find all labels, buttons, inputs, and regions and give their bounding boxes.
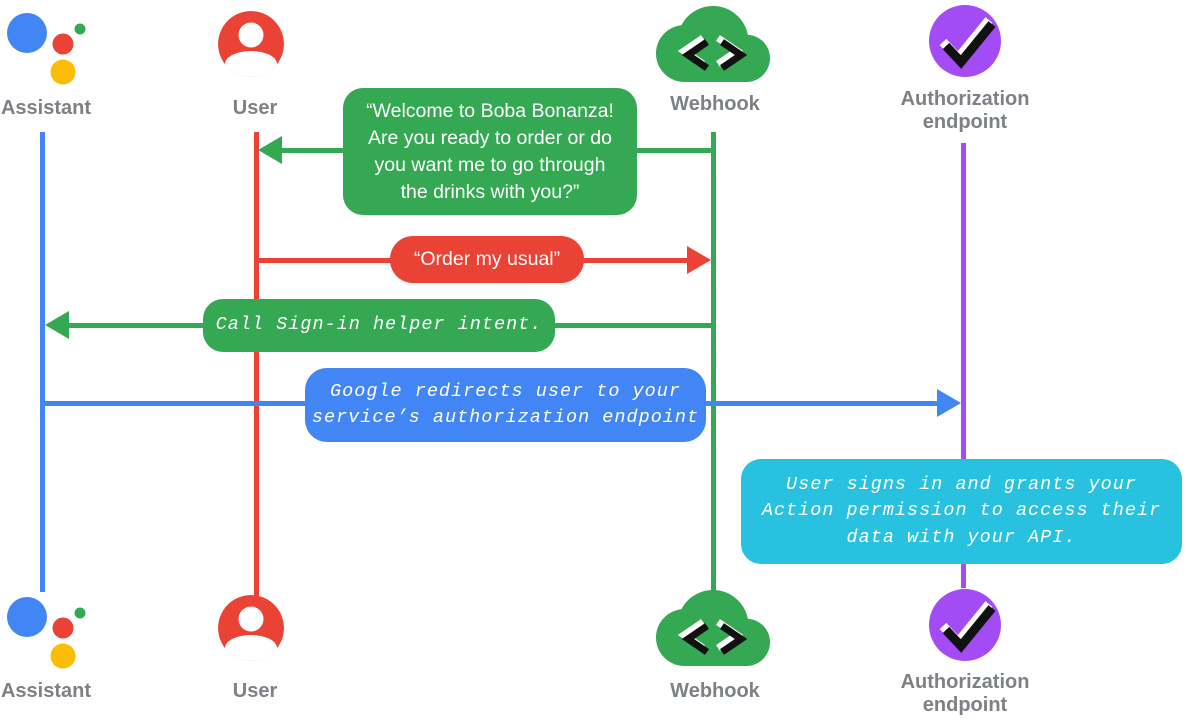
actor-label-user-bottom: User (232, 680, 278, 702)
lifeline-assistant (40, 132, 45, 592)
person-icon (218, 595, 284, 661)
actor-label-webhook-top: Webhook (670, 93, 760, 115)
bubble-line: service’s authorization endpoint (311, 407, 700, 428)
arrow-welcome-head (258, 136, 282, 164)
google-assistant-icon (7, 13, 86, 85)
lifeline-user (254, 132, 259, 597)
lifeline-webhook (711, 132, 716, 594)
actor-label-auth-bottom: Authorization endpoint (901, 671, 1030, 717)
bubble-line: Call Sign-in helper intent. (215, 314, 543, 336)
bubble-line: data with your API. (846, 526, 1077, 548)
actor-label-user-top: User (232, 97, 278, 119)
bubble-line: the drinks with you?” (400, 180, 580, 203)
google-assistant-icon (7, 597, 86, 669)
speech-bubble-welcome: “Welcome to Boba Bonanza! Are you ready … (343, 88, 637, 215)
speech-bubble-order: “Order my usual” (390, 236, 584, 283)
arrow-redirect-head (937, 389, 961, 417)
bubble-line: Action permission to access their (761, 500, 1162, 522)
checkmark-icon (929, 589, 1001, 661)
note-bubble-grants: User signs in and grants your Action per… (741, 459, 1182, 564)
actor-label-line: endpoint (922, 111, 1008, 133)
arrow-signin-head (45, 311, 69, 339)
bubble-line: you want me to go through (374, 153, 606, 176)
arrow-order-head (687, 246, 711, 274)
cloud-code-icon (656, 590, 770, 666)
bubble-line: User signs in and grants your (786, 473, 1137, 495)
actor-label-assistant-top: Assistant (0, 97, 92, 119)
checkmark-icon (929, 5, 1001, 77)
bubble-line: “Welcome to Boba Bonanza! (366, 99, 614, 122)
actor-label-auth-top: Authorization endpoint (901, 88, 1030, 134)
person-icon (218, 11, 284, 77)
bubble-line: “Order my usual” (413, 248, 561, 270)
actor-label-line: Authorization (900, 671, 1030, 693)
actor-label-webhook-bottom: Webhook (670, 680, 760, 702)
actor-label-line: Authorization (900, 88, 1030, 110)
lifeline-authorization-endpoint (961, 143, 966, 588)
actor-label-line: endpoint (922, 694, 1008, 716)
code-bubble-redirect: Google redirects user to your service’s … (305, 368, 706, 442)
bubble-line: Are you ready to order or do (368, 126, 612, 149)
cloud-code-icon (656, 6, 770, 82)
bubble-line: Google redirects user to your (330, 380, 681, 402)
code-bubble-signin: Call Sign-in helper intent. (203, 299, 555, 352)
actor-label-assistant-bottom: Assistant (0, 680, 92, 702)
